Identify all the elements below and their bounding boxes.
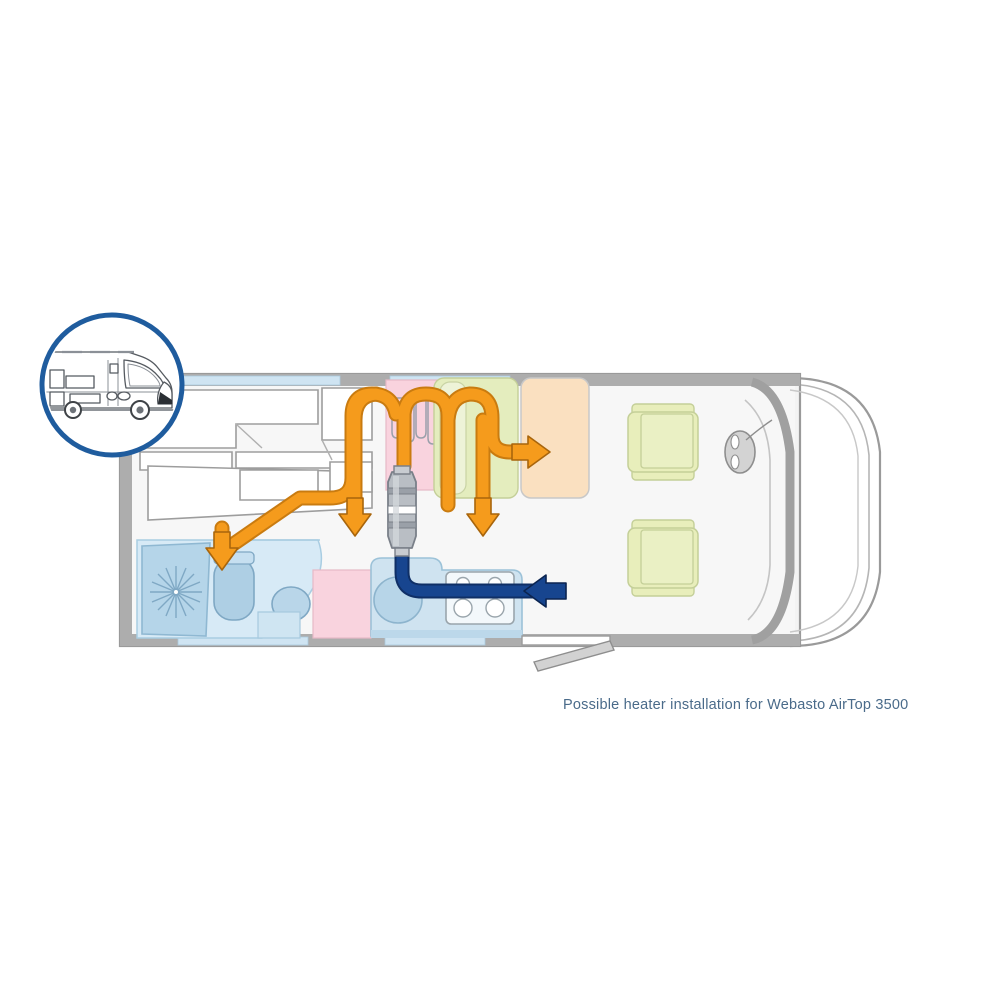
cab-seat-upper xyxy=(627,403,699,481)
window-band-mid-bottom xyxy=(384,636,486,646)
hot-air-outlet-living-left xyxy=(338,497,372,537)
motorhome-side-elevation xyxy=(46,350,174,411)
motorhome-wheels xyxy=(64,400,150,420)
toilet xyxy=(213,551,255,621)
dinette-zone-peach xyxy=(520,377,590,499)
diagram-caption: Possible heater installation for Webasto… xyxy=(563,697,909,713)
lower-pink-zone xyxy=(312,569,372,639)
return-air-ducting-fill xyxy=(396,546,540,597)
shower-drain-starburst xyxy=(150,566,202,618)
bathroom-area xyxy=(136,539,323,639)
hot-air-outlet-bathroom xyxy=(205,531,239,571)
rear-seat-bench-outline xyxy=(235,423,333,461)
steering-wheel xyxy=(724,419,773,474)
motorhome-side-view-inset xyxy=(39,312,185,458)
window-band-rear-top xyxy=(171,375,341,386)
entry-door-open xyxy=(521,635,615,672)
hot-air-outlet-bed xyxy=(466,497,500,537)
webasto-airtop-3500-heater xyxy=(387,465,417,557)
hot-air-outlet-dinette xyxy=(511,435,551,469)
return-air-intake xyxy=(523,574,567,608)
cab-seat-lower xyxy=(627,519,699,597)
